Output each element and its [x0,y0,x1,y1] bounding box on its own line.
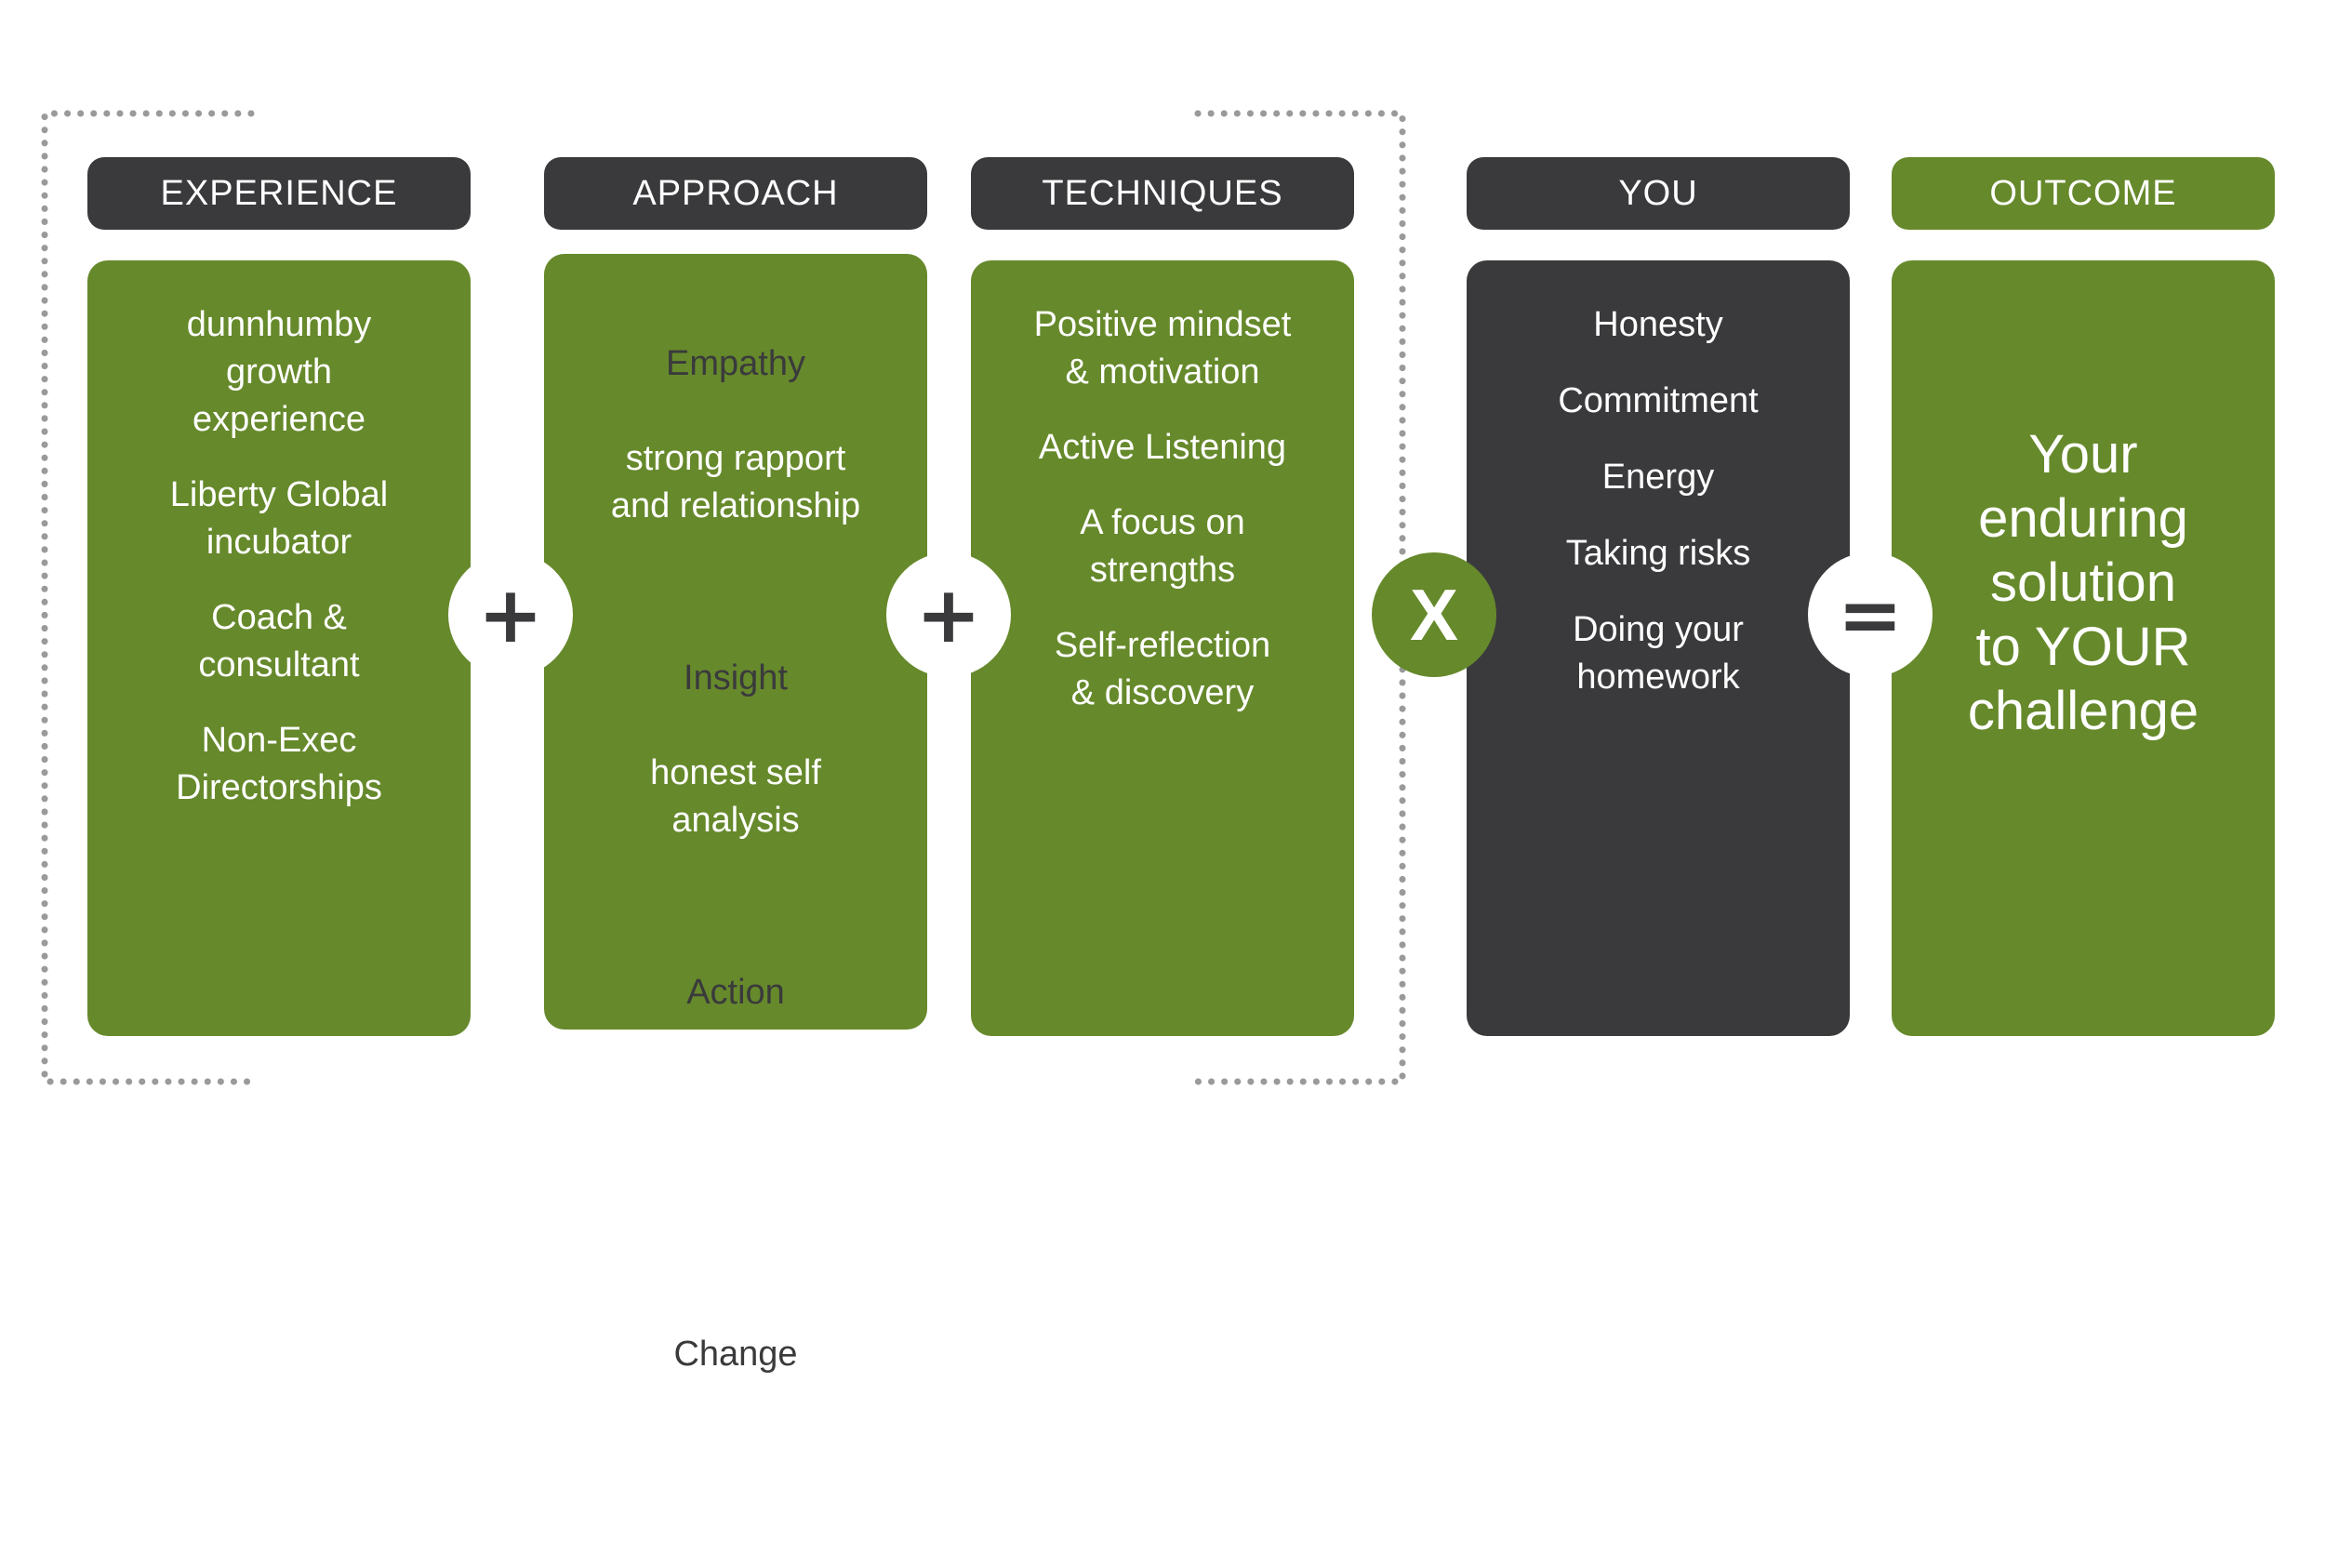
experience-item: dunnhumby growth experience [186,305,372,439]
header-you-label: YOU [1618,173,1698,213]
header-experience-label: EXPERIENCE [160,173,398,213]
equals-operator: = [1808,552,1933,677]
approach-item: Insight honest self analysis [544,607,927,892]
you-item: Doing your homework [1573,610,1744,697]
techniques-item: Self-reflection & discovery [1054,626,1271,712]
header-techniques: TECHNIQUES [971,157,1354,230]
techniques-item: Active Listening [1038,428,1287,467]
plus-operator: + [886,552,1011,677]
approach-item-body: honest self analysis [650,753,821,840]
header-approach: APPROACH [544,157,927,230]
you-column: Honesty Commitment Energy Taking risks D… [1467,260,1850,1036]
approach-item-title: Insight [684,658,788,698]
header-approach-label: APPROACH [632,173,839,213]
approach-item-title: Empathy [666,344,805,383]
approach-item-body: challenging driven by self understanding [623,1068,848,1202]
techniques-item: Positive mindset & motivation [1033,305,1292,392]
techniques-column: Positive mindset & motivation Active Lis… [971,260,1354,1036]
approach-item: Change desired and measurable [544,1283,927,1568]
approach-column: Empathy strong rapport and relationship … [544,254,927,1516]
approach-item-body: desired and measurable [643,1429,829,1516]
approach-item-title: Change [673,1335,798,1374]
you-item: Commitment [1558,381,1759,420]
header-outcome: OUTCOME [1892,157,2275,230]
experience-item: Liberty Global incubator [169,475,389,562]
times-icon: X [1409,574,1459,656]
header-experience: EXPERIENCE [87,157,471,230]
experience-item: Non-Exec Directorships [176,721,382,807]
plus-icon: + [915,569,982,660]
header-you: YOU [1467,157,1850,230]
equals-icon: = [1837,569,1904,660]
approach-item: Empathy strong rapport and relationship [544,293,927,578]
approach-item-body: strong rapport and relationship [610,439,861,525]
experience-column: dunnhumby growth experience Liberty Glob… [87,260,471,1036]
you-item: Honesty [1593,305,1723,344]
techniques-item: A focus on strengths [1080,503,1245,590]
you-item: Taking risks [1565,534,1751,573]
outcome-text: Your enduring solution to YOUR challenge [1967,424,2199,741]
header-techniques-label: TECHNIQUES [1042,173,1283,213]
approach-item-title: Action [686,973,785,1012]
approach-item: Action challenging driven by self unders… [544,922,927,1254]
you-item: Energy [1601,458,1715,497]
plus-icon: + [477,569,544,660]
formula-diagram: EXPERIENCE APPROACH TECHNIQUES YOU OUTCO… [41,110,2275,1516]
outcome-column: Your enduring solution to YOUR challenge [1892,260,2275,1036]
experience-item: Coach & consultant [198,598,360,684]
plus-operator: + [448,552,573,677]
times-operator: X [1372,552,1496,677]
header-outcome-label: OUTCOME [1989,173,2177,213]
